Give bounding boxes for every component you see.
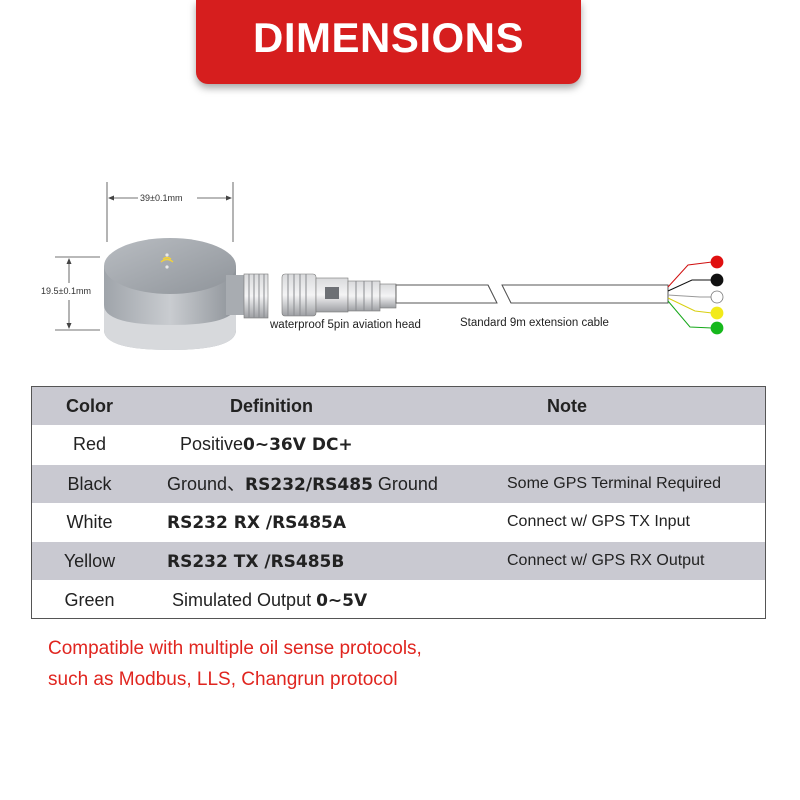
wire-definition-table: Color Definition Note Red Positive0~36V … [31,386,766,619]
row-note: Connect w/ GPS TX Input [507,513,690,530]
aviation-head-caption: waterproof 5pin aviation head [270,319,421,331]
width-dimension [106,182,234,242]
wire-color-dots [710,255,724,335]
table-row: White RS232 RX /RS485A Connect w/ GPS TX… [32,503,765,541]
protocol-note-line-2: such as Modbus, LLS, Changrun protocol [48,669,398,690]
table-row: Red Positive0~36V DC+ [32,425,765,463]
wire-dot-white [710,290,724,304]
extension-cable-caption: Standard 9m extension cable [460,317,609,329]
header-color: Color [66,396,113,416]
row-definition: Positive0~36V DC+ [180,434,353,455]
height-dimension-label: 19.5±0.1mm [41,286,91,296]
table-row: Green Simulated Output 0~5V [32,581,765,619]
table-row: Yellow RS232 TX /RS485B Connect w/ GPS R… [32,542,765,580]
header-note: Note [547,396,587,416]
page-title: DIMENSIONS [252,14,525,61]
header-definition: Definition [230,396,313,416]
row-definition: RS232 RX /RS485A [167,513,347,533]
title-banner: DIMENSIONS [196,0,581,84]
row-color: Green [64,590,115,610]
protocol-note: Compatible with multiple oil sense proto… [48,633,422,695]
row-note: Some GPS Terminal Required [507,475,722,492]
wire-dot-green [710,321,724,335]
row-color: Yellow [63,551,116,571]
threaded-port [243,273,269,319]
sensor-drawing [55,182,724,350]
row-color: Red [72,434,107,454]
protocol-note-line-1: Compatible with multiple oil sense proto… [48,638,422,659]
height-dimension [55,256,100,331]
table-header-row: Color Definition Note [32,387,765,425]
table-row: Black Ground、RS232/RS485 Ground Some GPS… [32,465,765,503]
sensor-body [104,238,248,350]
wire-dot-red [710,255,724,269]
row-definition: Simulated Output 0~5V [172,590,368,611]
wire-dot-black [710,273,724,287]
row-color: Black [67,474,112,494]
sensor-dimension-diagram: 39±0.1mm 19.5±0.1mm waterproof 5pin avia… [0,170,800,370]
row-definition: RS232 TX /RS485B [167,552,345,572]
row-definition: Ground、RS232/RS485 Ground [167,474,438,495]
wire-dot-yellow [710,306,724,320]
extension-cable [395,284,669,304]
wire-bundle [667,261,713,329]
row-note: Connect w/ GPS RX Output [507,552,705,569]
width-dimension-label: 39±0.1mm [140,193,183,203]
aviation-head-connector [281,273,397,317]
row-color: White [66,512,113,532]
